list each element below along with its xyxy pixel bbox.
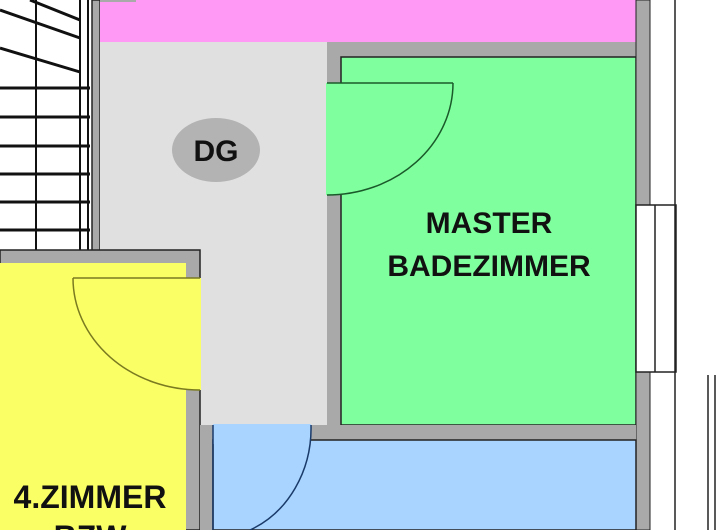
wall-left xyxy=(91,0,101,253)
door-opening-room4 xyxy=(185,278,201,390)
hall-badge-text: DG xyxy=(194,135,239,168)
room-4 xyxy=(0,263,186,530)
door-opening-master xyxy=(326,83,342,195)
room4-label-2: BZW xyxy=(54,519,128,530)
master-bath-label-2: BADEZIMMER xyxy=(387,250,591,283)
room-bottom xyxy=(212,439,637,530)
hall-badge: DG xyxy=(172,118,260,182)
hallway xyxy=(100,42,327,425)
door-bottom[interactable] xyxy=(212,424,312,530)
window-right xyxy=(635,204,677,373)
room-master-bath xyxy=(340,56,637,426)
room-top xyxy=(100,0,636,42)
door-opening-bottom xyxy=(213,424,311,444)
door-master[interactable] xyxy=(326,82,454,196)
staircase xyxy=(0,0,90,250)
door-room4[interactable] xyxy=(72,277,201,391)
wall-top-stub xyxy=(100,0,136,2)
master-bath-label-1: MASTER xyxy=(426,207,553,240)
room4-label-1: 4.ZIMMER xyxy=(14,479,167,515)
